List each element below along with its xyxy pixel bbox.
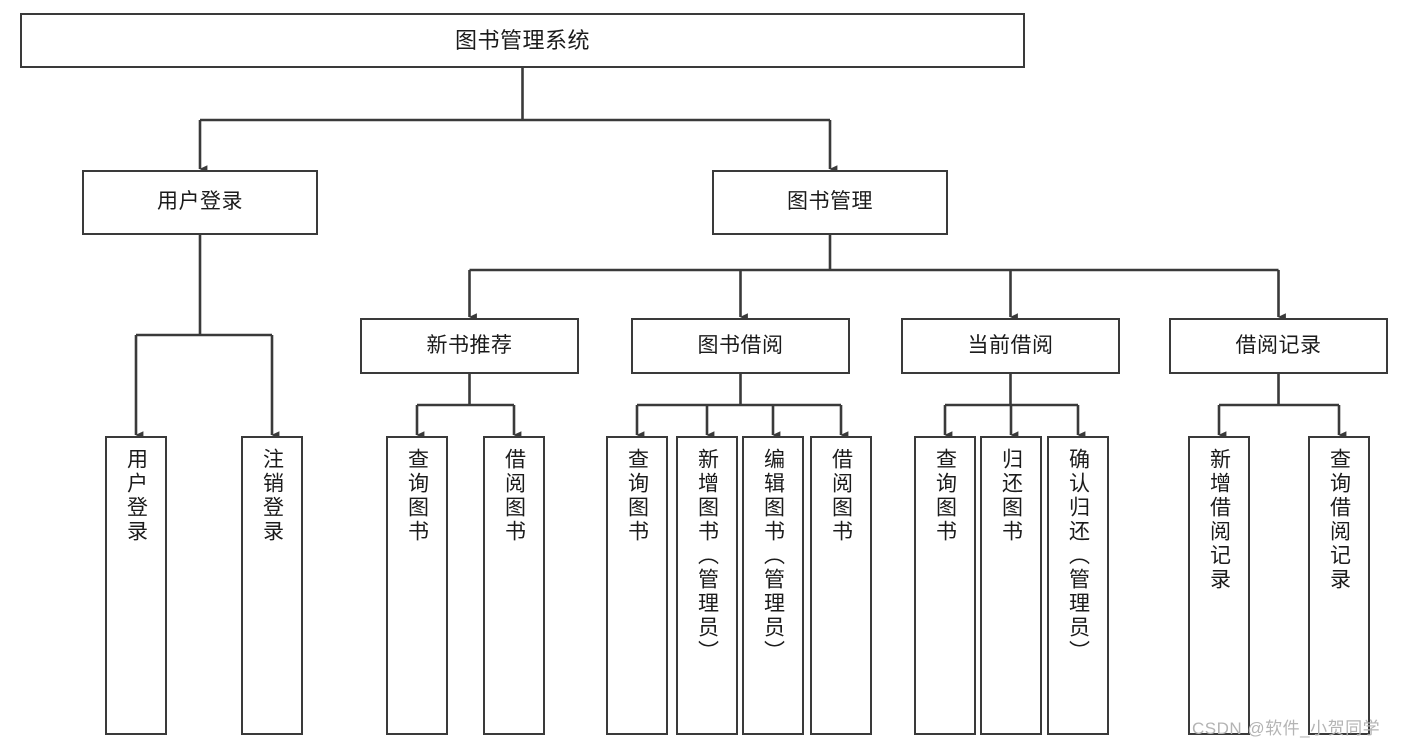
node-label: 用户登录	[157, 190, 243, 214]
node-label: 新增图书（管理员）	[695, 448, 719, 664]
node-label: 图书借阅	[697, 333, 784, 357]
node-l2-user-login: 用户登录	[82, 170, 318, 235]
node-label: 图书管理	[787, 190, 873, 214]
node-label: 当前借阅	[967, 333, 1054, 357]
node-leaf-cb-confirm-return: 确认归还（管理员）	[1047, 436, 1109, 735]
node-leaf-user-logout: 注销登录	[241, 436, 303, 735]
node-l3-borrow-record: 借阅记录	[1169, 318, 1388, 374]
node-l2-book-manage: 图书管理	[712, 170, 948, 235]
node-leaf-bb-edit-book: 编辑图书（管理员）	[742, 436, 804, 735]
node-label: 查询图书	[405, 448, 429, 544]
node-leaf-br-query-record: 查询借阅记录	[1308, 436, 1370, 735]
node-leaf-rec-query-book: 查询图书	[386, 436, 448, 735]
node-label: 借阅图书	[502, 448, 526, 544]
node-label: 新书推荐	[426, 333, 513, 357]
node-l3-book-borrow: 图书借阅	[631, 318, 850, 374]
node-leaf-cb-return-book: 归还图书	[980, 436, 1042, 735]
node-label: 借阅记录	[1235, 333, 1322, 357]
node-root: 图书管理系统	[20, 13, 1025, 68]
node-label: 新增借阅记录	[1207, 448, 1231, 592]
node-label: 查询借阅记录	[1327, 448, 1351, 592]
node-l3-current-borrow: 当前借阅	[901, 318, 1120, 374]
node-leaf-bb-query-book: 查询图书	[606, 436, 668, 735]
node-label: 查询图书	[625, 448, 649, 544]
node-l3-new-book-rec: 新书推荐	[360, 318, 579, 374]
node-leaf-rec-borrow-book: 借阅图书	[483, 436, 545, 735]
node-label: 归还图书	[999, 448, 1023, 544]
node-label: 确认归还（管理员）	[1066, 448, 1090, 664]
node-leaf-bb-borrow-book: 借阅图书	[810, 436, 872, 735]
node-label: 查询图书	[933, 448, 957, 544]
node-label: 借阅图书	[829, 448, 853, 544]
node-label: 图书管理系统	[454, 27, 590, 53]
node-label: 注销登录	[260, 448, 284, 544]
node-leaf-user-login: 用户登录	[105, 436, 167, 735]
node-leaf-br-add-record: 新增借阅记录	[1188, 436, 1250, 735]
edge-group	[134, 68, 1347, 439]
node-leaf-cb-query-book: 查询图书	[914, 436, 976, 735]
node-leaf-bb-add-book: 新增图书（管理员）	[676, 436, 738, 735]
node-label: 编辑图书（管理员）	[761, 448, 785, 664]
node-label: 用户登录	[124, 448, 148, 544]
csdn-watermark: CSDN @软件_小贺同学	[1192, 719, 1381, 738]
